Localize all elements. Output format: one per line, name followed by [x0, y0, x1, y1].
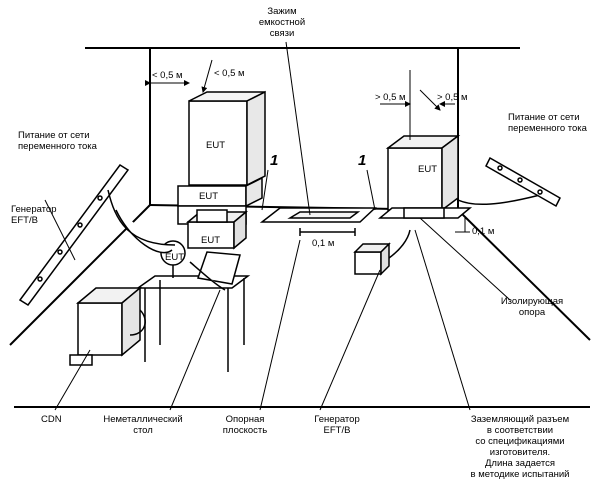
eut-label-right: EUT — [418, 164, 437, 175]
generator-bottom-label: Генератор EFT/B — [307, 414, 367, 436]
insulating-support-line2: опора — [518, 307, 546, 318]
ground-connector-label: Заземляющий разъем в соответствии со спе… — [455, 414, 585, 480]
table-label-line1: Неметаллический — [103, 414, 183, 425]
distance-right-b: > 0,5 м — [437, 92, 468, 103]
generator-left-label: Генератор EFT/B — [11, 204, 57, 226]
generator-left-line1: Генератор — [11, 204, 57, 215]
cdn-box — [69, 286, 146, 366]
power-right-label: Питание от сети переменного тока — [508, 112, 587, 134]
clamp-label: Зажим емкостной связи — [252, 6, 312, 39]
ground-plane-line1: Опорная — [225, 414, 265, 425]
ground-connector-line5: Длина задается — [484, 458, 556, 469]
eut-label-top: EUT — [206, 140, 225, 151]
cdn-label: CDN — [41, 414, 62, 425]
ground-connector-line2: в соответствии — [486, 425, 554, 436]
ground-connector-line3: со спецификациями — [475, 436, 565, 447]
eut-right — [377, 134, 541, 219]
distance-left-a: < 0,5 м — [152, 70, 183, 81]
marker-1-left: 1 — [270, 152, 279, 169]
distance-right-a: > 0,5 м — [375, 92, 406, 103]
ground-connector-line6: в методике испытаний — [470, 469, 570, 480]
clamp-label-line2: емкостной — [258, 17, 306, 28]
gap-right-label: 0,1 м — [472, 226, 495, 237]
ground-plane-line2: плоскость — [222, 425, 268, 436]
generator-bottom-line1: Генератор — [314, 414, 360, 425]
eut-label-middle: EUT — [199, 191, 218, 202]
eut-left-stack — [115, 90, 266, 372]
dimension-lines — [44, 41, 511, 411]
reference-plane — [259, 207, 377, 236]
power-strip-right — [485, 156, 561, 208]
insulating-support-line1: Изолирующая — [500, 296, 564, 307]
distance-left-b: < 0,5 м — [214, 68, 245, 79]
power-strip-left — [18, 163, 176, 307]
table-label-line2: стол — [133, 425, 153, 436]
ground-plane-label: Опорная плоскость — [215, 414, 275, 436]
power-left-label: Питание от сети переменного тока — [18, 130, 97, 152]
power-right-line2: переменного тока — [508, 123, 587, 134]
clamp-label-line1: Зажим — [267, 6, 297, 17]
eut-label-table: EUT — [201, 235, 220, 246]
eut-label-lamp: EUT — [165, 252, 184, 263]
power-left-line1: Питание от сети — [18, 130, 90, 141]
generator-bottom-line2: EFT/B — [323, 425, 351, 436]
insulating-support-label: Изолирующая опора — [492, 296, 572, 318]
clamp-label-line3: связи — [269, 28, 295, 39]
marker-1-right: 1 — [358, 152, 367, 169]
power-left-line2: переменного тока — [18, 141, 97, 152]
gap-center-label: 0,1 м — [312, 238, 335, 249]
generator-left-line2: EFT/B — [11, 215, 38, 226]
ground-connector-line4: изготовителя. — [489, 447, 551, 458]
power-right-line1: Питание от сети — [508, 112, 580, 123]
generator-center — [353, 229, 411, 276]
ground-connector-line1: Заземляющий разъем — [470, 414, 570, 425]
table-label: Неметаллический стол — [98, 414, 188, 436]
